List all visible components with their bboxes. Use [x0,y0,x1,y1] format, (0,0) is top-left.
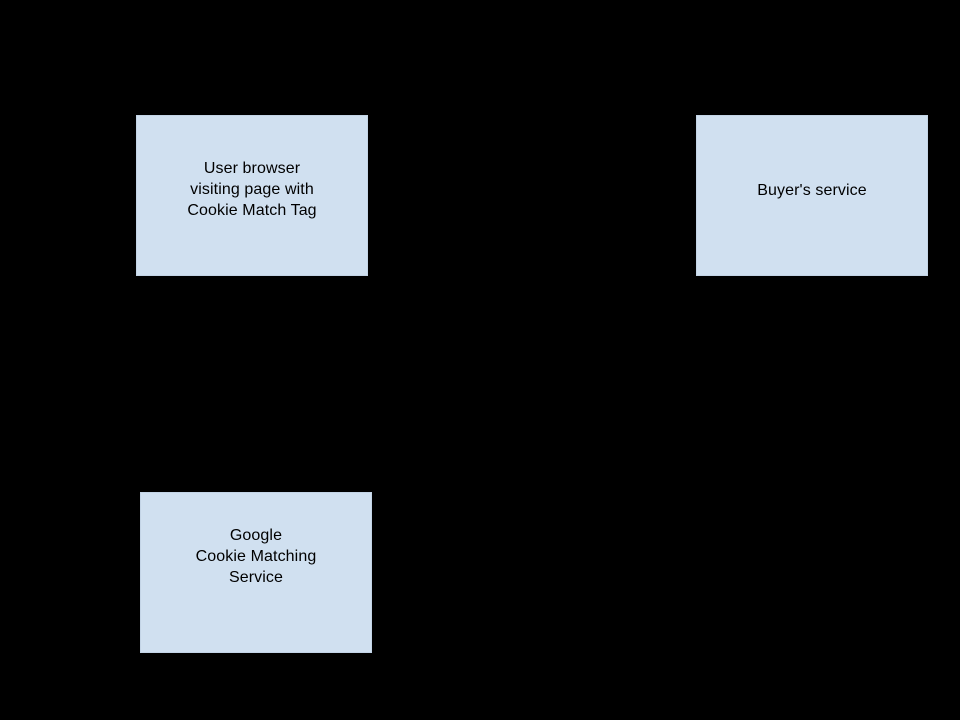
node-google-cookie-matching-service[interactable]: Google Cookie Matching Service [140,492,372,653]
node-google-cookie-matching-service-label: Google Cookie Matching Service [195,527,317,586]
node-buyers-service-label: Buyer's service [757,182,867,199]
node-user-browser[interactable]: User browser visiting page with Cookie M… [136,115,368,276]
node-buyers-service[interactable]: Buyer's service [696,115,928,276]
node-user-browser-label: User browser visiting page with Cookie M… [187,160,317,219]
